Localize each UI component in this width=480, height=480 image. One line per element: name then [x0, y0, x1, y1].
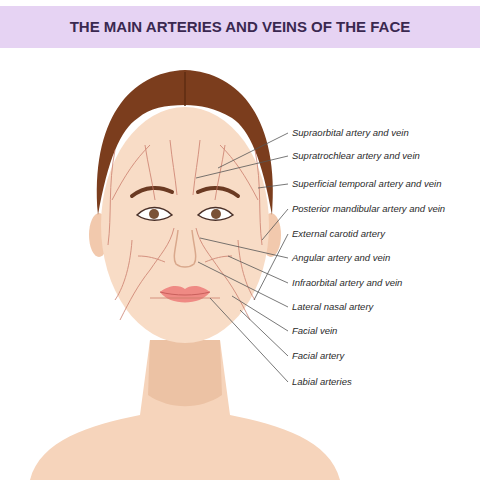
vessel-label: Lateral nasal artery — [291, 301, 374, 313]
vessel-label: Supratrochlear artery and vein — [291, 150, 421, 162]
vessel-label: Facial artery — [291, 350, 345, 362]
vessel-label: Infraorbital artery and vein — [291, 277, 403, 289]
vessel-label: Superficial temporal artery and vein — [291, 178, 442, 190]
vessel-label: Angular artery and vein — [291, 252, 391, 264]
vessel-label: Posterior mandibular artery and vein — [291, 203, 446, 215]
title: THE MAIN ARTERIES AND VEINS OF THE FACE — [0, 6, 480, 48]
vessel-label: Supraorbital artery and vein — [291, 127, 410, 139]
vessel-label: Labial arteries — [291, 376, 353, 388]
vessel-label: Facial vein — [291, 325, 338, 337]
vessel-label: External carotid artery — [291, 228, 386, 240]
